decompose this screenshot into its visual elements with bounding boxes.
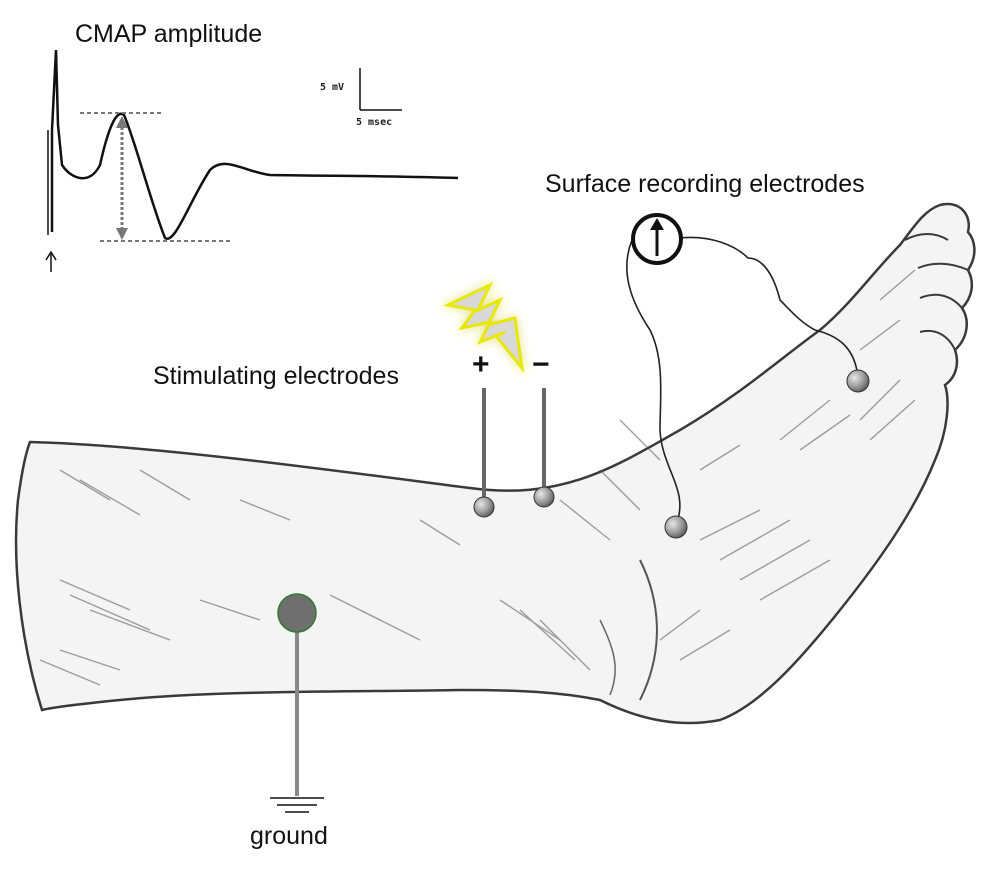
cathode-minus-sign: − bbox=[532, 348, 550, 381]
recording-arrow-icon bbox=[631, 213, 683, 265]
ground-label: ground bbox=[250, 822, 328, 850]
stimulating-leads bbox=[482, 388, 546, 502]
scale-ms-label: 5 msec bbox=[356, 117, 393, 128]
recording-electrode-active bbox=[846, 369, 870, 393]
stimulus-bolt-icon bbox=[443, 281, 525, 374]
stimulating-electrode-anode bbox=[473, 496, 495, 518]
recording-wires bbox=[626, 236, 859, 526]
ground-symbol-icon bbox=[270, 797, 324, 813]
scale-bar bbox=[359, 68, 402, 111]
surface-recording-label: Surface recording electrodes bbox=[545, 170, 865, 198]
recording-electrode-reference bbox=[664, 515, 688, 539]
cmap-amplitude-label: CMAP amplitude bbox=[75, 20, 263, 48]
stimulating-electrode-cathode bbox=[533, 486, 555, 508]
anode-plus-sign: + bbox=[472, 348, 490, 381]
cmap-trace bbox=[45, 49, 459, 272]
shading-hatches bbox=[39, 269, 916, 686]
ground-electrode bbox=[277, 593, 317, 796]
scale-mv-label: 5 mV bbox=[320, 82, 345, 93]
leg-sketch bbox=[14, 202, 976, 725]
stimulating-electrodes-label: Stimulating electrodes bbox=[153, 362, 399, 390]
